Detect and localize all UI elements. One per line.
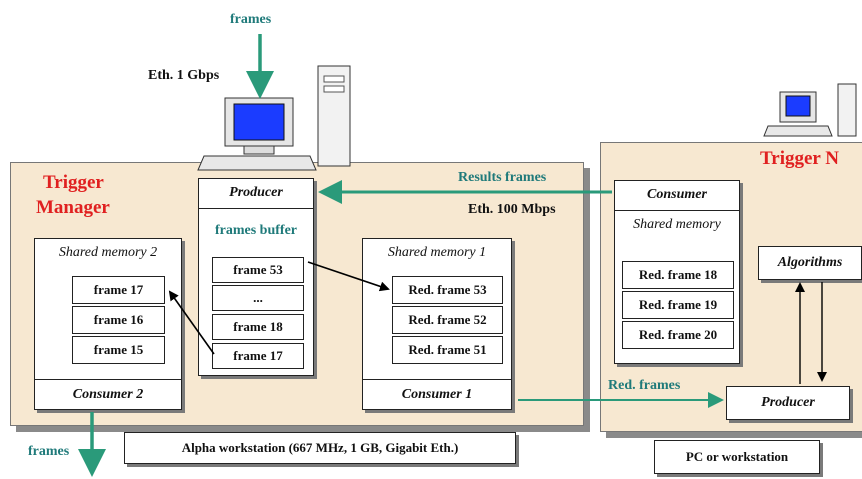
alpha-workstation-text: Alpha workstation (667 MHz, 1 GB, Gigabi… [181, 440, 459, 455]
alpha-workstation-label: Alpha workstation (667 MHz, 1 GB, Gigabi… [124, 432, 516, 464]
eth-1gbps-label: Eth. 1 Gbps [148, 68, 220, 83]
trigger-manager-title-line2: Manager [36, 197, 110, 218]
frames-buffer-title: frames buffer [214, 223, 298, 238]
trigger-n-producer-block: Producer [726, 386, 850, 420]
eth-100mbps-label: Eth. 100 Mbps [468, 202, 556, 217]
shared-memory-1-block: Shared memory 1 Red. frame 53 Red. frame… [362, 238, 512, 410]
pc-computer-icon [763, 83, 857, 137]
shared-memory-2-title: Shared memory 2 [58, 245, 158, 260]
producer-block: Producer frames buffer frame 53 ... fram… [198, 178, 314, 376]
trigger-n-title: Trigger N [760, 148, 839, 169]
trigger-n-shared-memory-item: Red. frame 18 [622, 261, 734, 289]
frame-53-to-red-arrow [307, 261, 390, 292]
shared-memory-2-item: frame 16 [72, 306, 165, 334]
trigger-n-shared-memory-item: Red. frame 19 [622, 291, 734, 319]
shared-memory-1-title: Shared memory 1 [387, 245, 487, 260]
bottom-frames-label: frames [28, 444, 70, 459]
pc-workstation-text: PC or workstation [685, 449, 789, 464]
frame-17-to-shm2-arrow [168, 290, 215, 355]
shared-memory-2-block: Shared memory 2 frame 17 frame 16 frame … [34, 238, 182, 410]
workstation-computer-icon [197, 65, 351, 171]
red-frames-label: Red. frames [608, 378, 681, 393]
shared-memory-1-item: Red. frame 53 [392, 276, 503, 304]
top-frames-label: frames [230, 12, 272, 27]
shared-memory-2-item: frame 17 [72, 276, 165, 304]
trigger-n-producer-label: Producer [761, 395, 815, 410]
trigger-n-shared-memory-item: Red. frame 20 [622, 321, 734, 349]
frames-buffer-item: frame 17 [212, 343, 304, 369]
pc-workstation-label: PC or workstation [654, 440, 820, 474]
trigger-n-consumer-block: Consumer Shared memory Red. frame 18 Red… [614, 180, 740, 364]
frames-buffer-item: ... [212, 285, 304, 311]
trigger-n-shared-memory-title: Shared memory [633, 217, 721, 232]
frames-buffer-item: frame 18 [212, 314, 304, 340]
trigger-n-consumer-label: Consumer [647, 187, 707, 202]
shared-memory-2-item: frame 15 [72, 336, 165, 364]
frames-buffer-item: frame 53 [212, 257, 304, 283]
consumer-1-label: Consumer 1 [401, 387, 473, 402]
results-frames-label: Results frames [458, 170, 547, 185]
producer-label: Producer [229, 185, 283, 200]
trigger-manager-title-line1: Trigger [43, 172, 104, 193]
shared-memory-1-item: Red. frame 52 [392, 306, 503, 334]
shared-memory-1-item: Red. frame 51 [392, 336, 503, 364]
consumer-2-label: Consumer 2 [72, 387, 144, 402]
algorithms-label: Algorithms [777, 255, 843, 270]
